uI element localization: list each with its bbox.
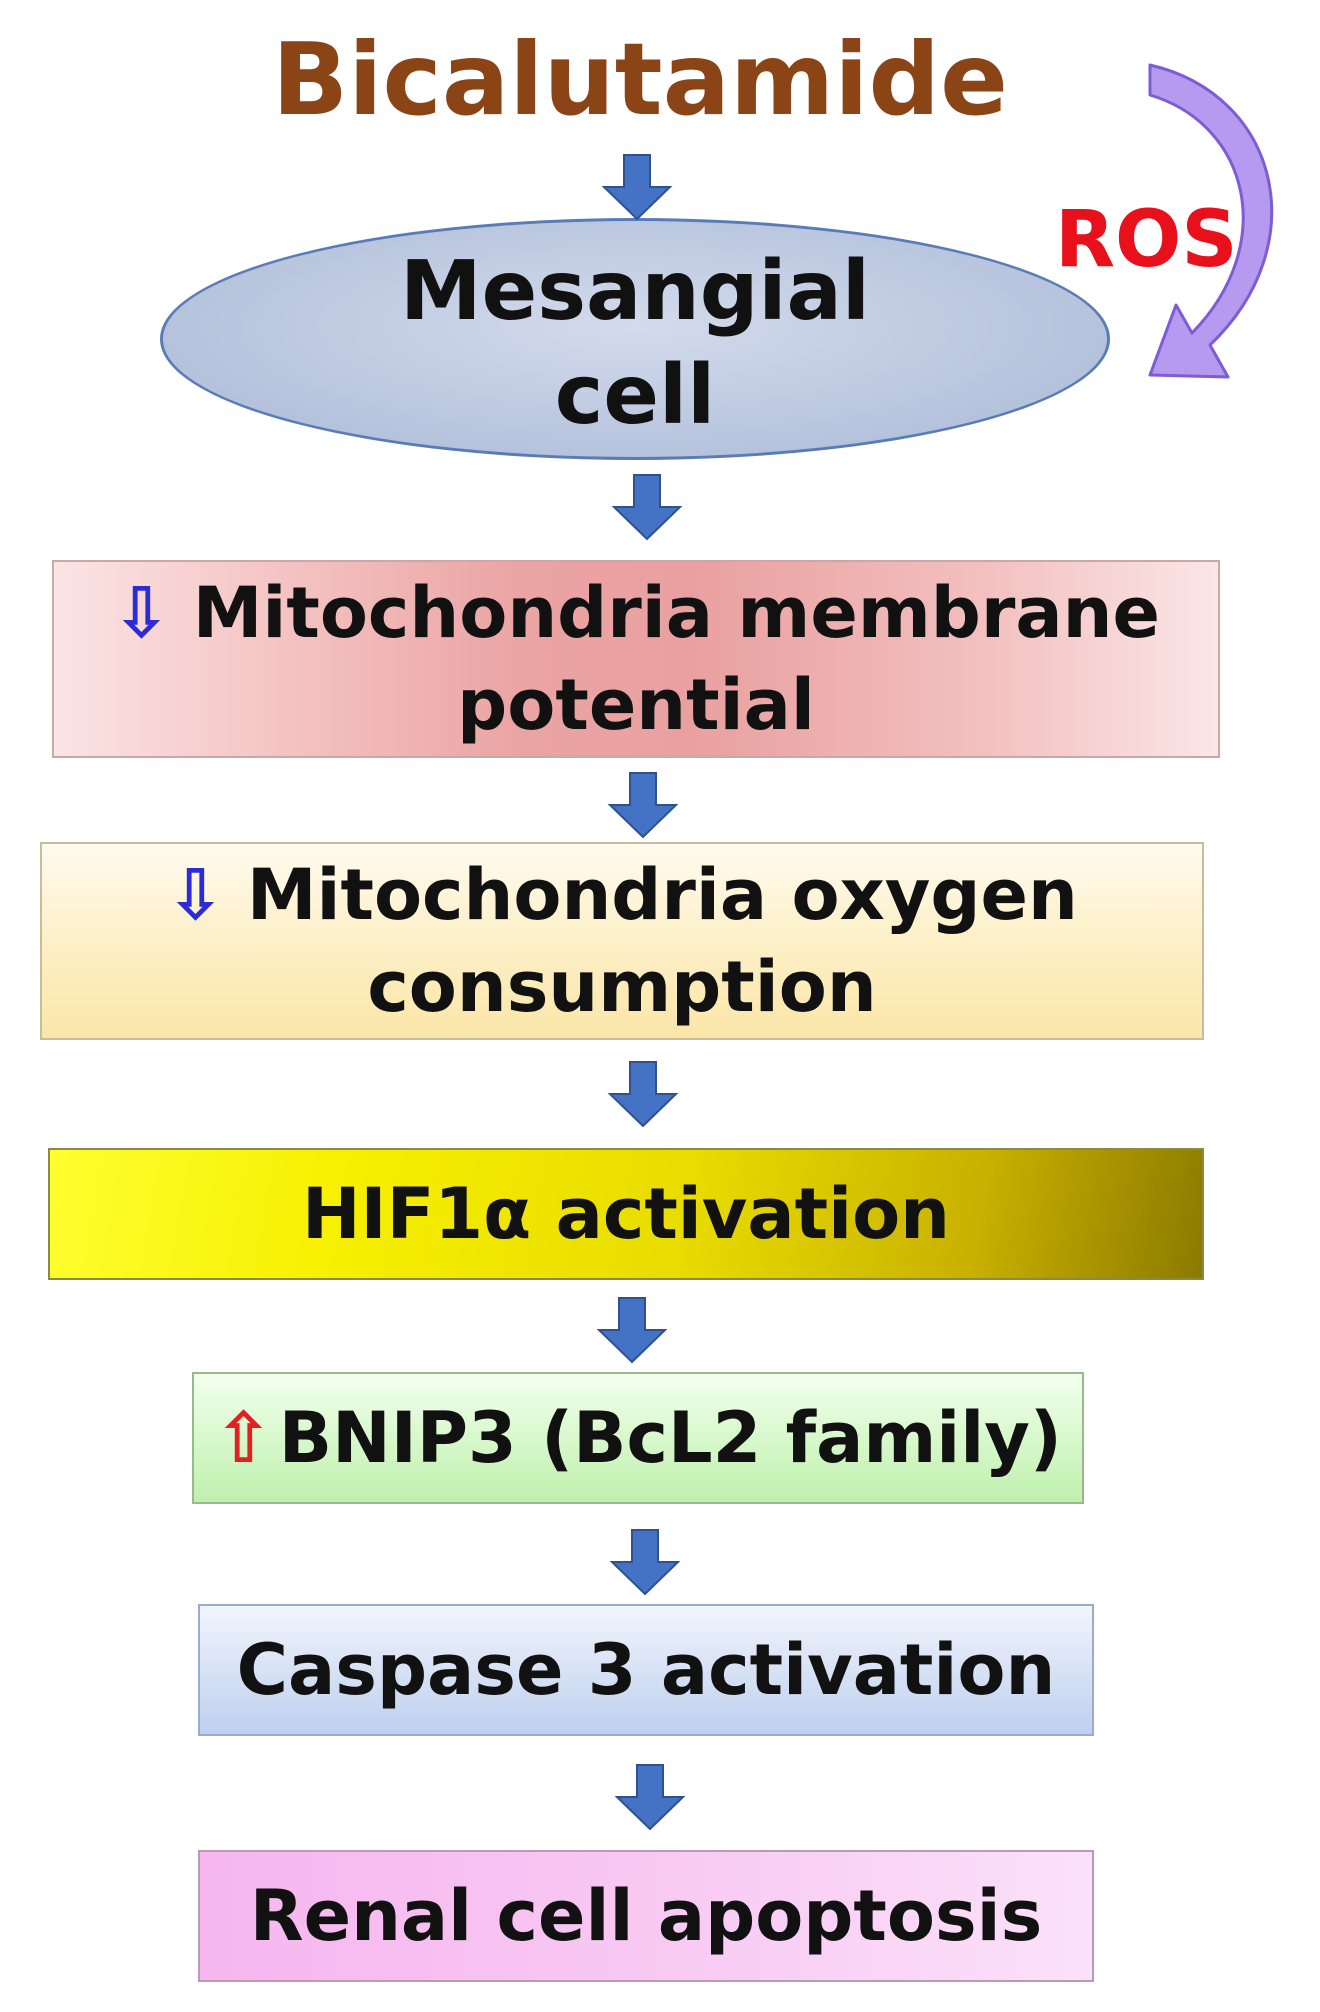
step-label: HIF1α activation <box>301 1173 951 1255</box>
flow-arrow-2 <box>611 474 683 541</box>
flow-arrow-6 <box>609 1529 681 1596</box>
step-label: Renal cell apoptosis <box>249 1875 1043 1957</box>
cell-label-line2: cell <box>554 348 716 443</box>
step-bnip3: ⇧BNIP3 (BcL2 family) <box>192 1372 1084 1504</box>
flow-arrow-1 <box>601 154 673 221</box>
flow-arrow-3 <box>607 772 679 839</box>
cell-label-line1: Mesangial <box>400 244 870 339</box>
step-membrane-potential: ⇩ Mitochondria membrane potential <box>52 560 1220 758</box>
step-hif1a-activation: HIF1α activation <box>48 1148 1204 1280</box>
step-oxygen-consumption: ⇩ Mitochondria oxygen consumption <box>40 842 1204 1040</box>
diagram-title: Bicalutamide <box>272 21 1008 138</box>
mesangial-cell-ellipse <box>160 218 1110 460</box>
step-renal-cell-apoptosis: Renal cell apoptosis <box>198 1850 1094 1982</box>
step-label: Mitochondria membrane potential <box>192 572 1160 746</box>
decrease-arrow-icon: ⇩ <box>112 572 171 654</box>
decrease-arrow-icon: ⇩ <box>166 854 225 936</box>
flow-arrow-7 <box>614 1764 686 1831</box>
flow-arrow-4 <box>607 1061 679 1128</box>
increase-arrow-icon: ⇧ <box>214 1397 273 1479</box>
step-label: Caspase 3 activation <box>236 1629 1056 1711</box>
step-caspase3-activation: Caspase 3 activation <box>198 1604 1094 1736</box>
ros-label: ROS <box>1055 195 1238 285</box>
ros-feedback-arrow <box>1148 63 1274 379</box>
step-label: BNIP3 (BcL2 family) <box>278 1397 1062 1479</box>
flow-arrow-5 <box>596 1297 668 1364</box>
step-label: Mitochondria oxygen consumption <box>246 854 1078 1028</box>
mesangial-cell-label: Mesangial cell <box>320 240 950 448</box>
